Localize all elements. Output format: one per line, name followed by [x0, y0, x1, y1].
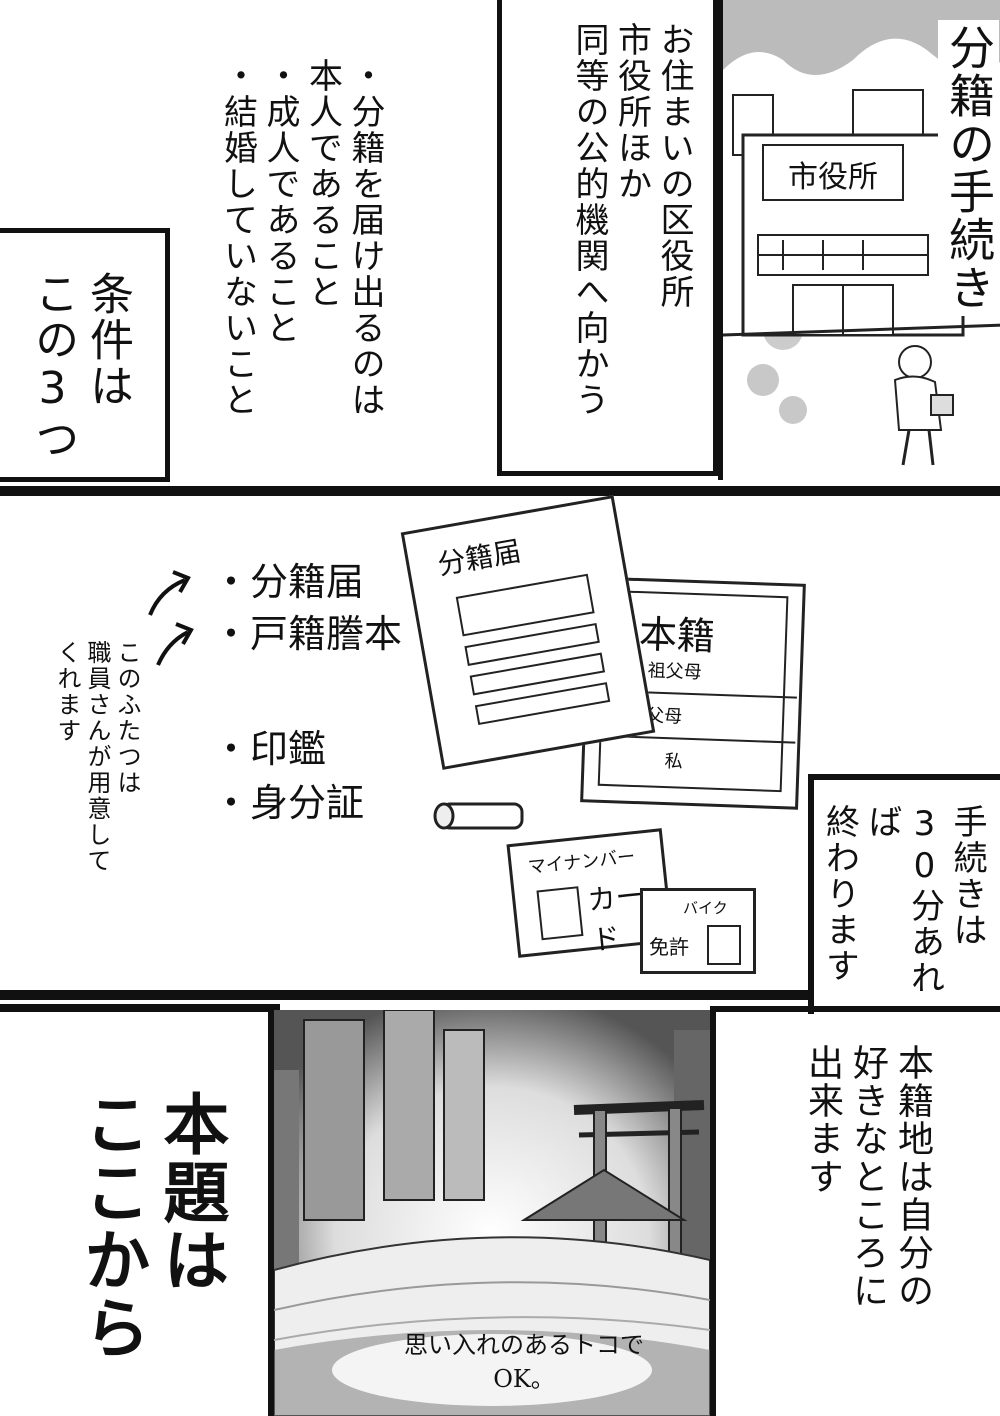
avatar	[707, 925, 741, 965]
staff-note-line-3: くれます	[53, 640, 81, 744]
items-list-top: ・分籍届 ・戸籍謄本	[212, 556, 402, 660]
location-line-1: お住まいの区役所	[654, 22, 694, 310]
time-note-line-2: 30分あれば	[862, 804, 945, 996]
shrine-illustration	[274, 1010, 710, 1416]
city-hall-panel: 市役所 分籍の手続き	[718, 0, 1000, 480]
conditions-text: ・分籍を届け出るのは 本人であること ・成人であること ・結婚していないこと	[216, 58, 386, 478]
time-note-line-3: 終わります	[819, 804, 860, 984]
location-line-3: 同等の公的機関へ向かう	[569, 22, 609, 418]
arrow-icon-top	[148, 578, 186, 616]
middle-row-divider	[0, 990, 808, 1000]
honseki-note: 本籍地は自分の 好きなところに 出来ます	[800, 1044, 935, 1310]
item-koseki-tohon: ・戸籍謄本	[212, 612, 403, 656]
staff-note-line-1: このふたつは	[113, 640, 141, 796]
shrine-caption-line-1: 思い入れのあるトコで	[404, 1331, 644, 1359]
condition-line-1: ・分籍を届け出るのは	[345, 58, 385, 418]
inkan-icon	[433, 802, 524, 830]
shrine-panel: 思い入れのあるトコで OK。	[268, 1010, 716, 1416]
honseki-note-line-1: 本籍地は自分の	[892, 1044, 933, 1310]
staff-note: このふたつは 職員さんが用意して くれます	[52, 640, 142, 874]
top-row-divider	[0, 486, 1000, 496]
items-list-bottom: ・印鑑 ・身分証	[212, 722, 364, 830]
city-hall-illustration	[723, 0, 1000, 466]
location-line-2: 市役所ほか	[611, 22, 652, 202]
item-bunseki-todoke: ・分籍届	[212, 560, 365, 604]
honseki-note-line-3: 出来ます	[802, 1044, 843, 1196]
condition-line-4: ・結婚していないこと	[217, 58, 258, 418]
bottom-right-divider	[710, 1006, 1000, 1012]
location-panel: お住まいの区役所 市役所ほか 同等の公的機関へ向かう	[497, 0, 718, 476]
time-note-line-1: 手続きは	[947, 804, 987, 948]
koseki-row-3: 私	[664, 751, 683, 773]
honseki-note-line-2: 好きなところに	[847, 1044, 888, 1310]
form-title: 分籍届	[435, 534, 524, 582]
item-mibunsho: ・身分証	[212, 781, 365, 825]
mynumber-card-label-1: マイナンバー	[526, 846, 637, 879]
item-inkan: ・印鑑	[212, 727, 327, 771]
summary-box: 条件は この3つ	[0, 228, 170, 482]
condition-line-3: ・成人であること	[260, 58, 300, 346]
bottom-left-divider	[0, 1004, 280, 1012]
headline-line-1: 本題は	[152, 1090, 230, 1294]
shrine-caption: 思い入れのあるトコで OK。	[394, 1328, 654, 1396]
shrine-caption-line-2: OK。	[493, 1365, 555, 1393]
arrow-icons	[148, 570, 194, 666]
headline-line-2: ここから	[73, 1090, 151, 1362]
avatar	[536, 886, 584, 941]
location-text: お住まいの区役所 市役所ほか 同等の公的機関へ向かう	[568, 22, 696, 418]
headline-text: 本題は ここから	[72, 1090, 230, 1362]
staff-note-line-2: 職員さんが用意して	[83, 640, 111, 874]
license-card-label-2: 免許	[649, 935, 689, 959]
koseki-row-1: 祖父母	[626, 650, 799, 699]
summary-line-2: この3つ	[27, 271, 78, 462]
bunseki-form: 分籍届	[400, 495, 656, 770]
city-hall-sign: 市役所	[788, 160, 878, 195]
time-note-text: 手続きは 30分あれば 終わります	[818, 804, 988, 1014]
procedure-title: 分籍の手続き	[937, 20, 999, 316]
license-card: バイク 免許	[640, 888, 756, 974]
condition-line-2: 本人であること	[302, 58, 343, 310]
license-card-label-1: バイク	[683, 899, 728, 917]
summary-text: 条件は この3つ	[25, 271, 135, 462]
arrow-icon-bottom	[156, 630, 189, 666]
summary-line-1: 条件は	[82, 271, 133, 409]
time-note-box: 手続きは 30分あれば 終わります	[808, 774, 1000, 1014]
